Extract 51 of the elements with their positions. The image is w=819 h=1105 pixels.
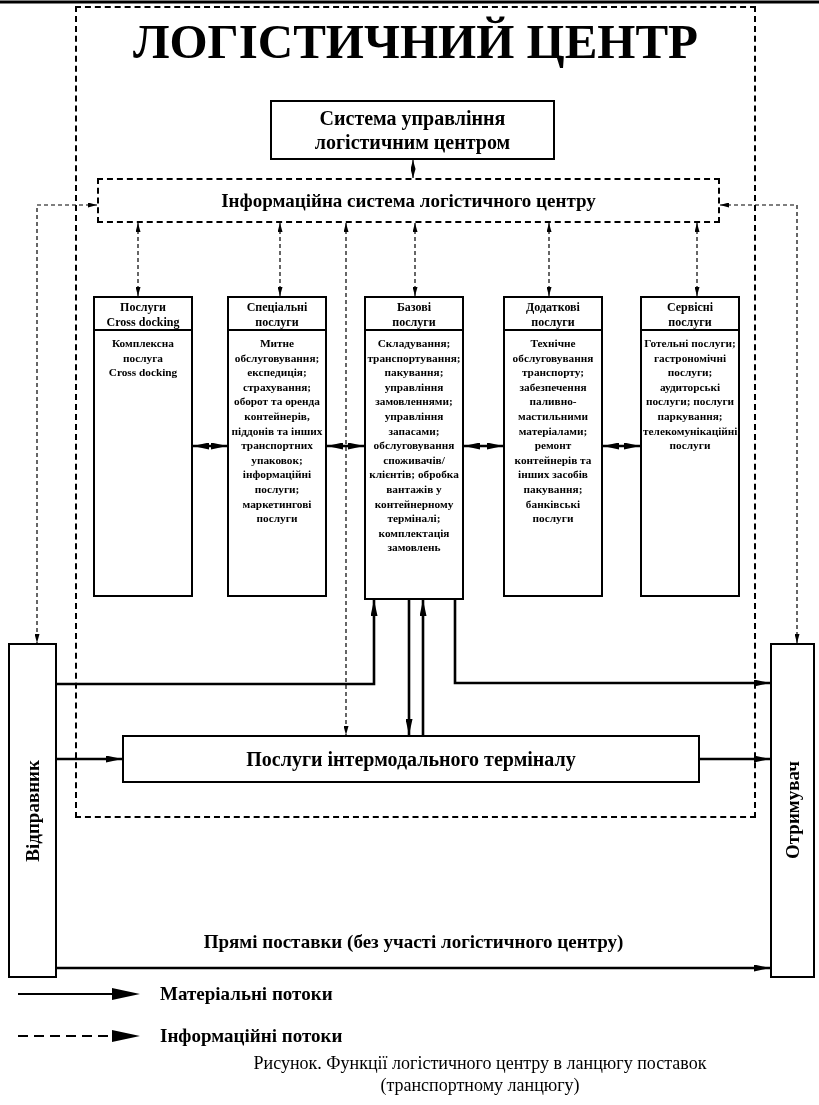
arrow	[405, 600, 413, 735]
box-label: Інформаційна система логістичного центру	[220, 188, 597, 213]
column-body: Технічне обслуговування транспорту; забезпечення паливно-мастильними матеріалами; ремонт контейнерів та інших засобів пакування; банківські послуги	[511, 336, 595, 526]
box-label: Система управління логістичним центром	[313, 106, 512, 154]
double-arrow	[193, 442, 227, 450]
arrow	[57, 755, 122, 763]
participant-box	[8, 643, 57, 978]
arrow	[57, 964, 770, 972]
vertical-label: Відправник	[21, 759, 44, 862]
dashed-double-arrow	[546, 222, 552, 297]
legend-label: Матеріальні потоки	[160, 982, 333, 1006]
arrow	[700, 755, 770, 763]
service-column	[364, 296, 464, 600]
participant-box	[770, 643, 815, 978]
double-arrow	[327, 442, 364, 450]
dashed-double-arrow	[412, 222, 418, 297]
column-body: Комплексна послуга Cross docking	[107, 336, 179, 380]
dashed-double-arrow	[343, 222, 349, 736]
legend-label: Інформаційні потоки	[160, 1024, 343, 1048]
service-column	[227, 296, 327, 597]
dashed-double-arrow	[34, 202, 98, 644]
service-column	[640, 296, 740, 597]
figure-caption: Рисунок. Функції логістичного центру в ланцюгу поставок (транспортному ланцюгу)	[252, 1052, 708, 1096]
service-column	[503, 296, 603, 597]
column-heading: Послуги Cross docking	[95, 298, 191, 331]
process-box	[122, 735, 700, 783]
edge-label: Прямі поставки (без участі логістичного центру)	[202, 930, 625, 954]
dashed-double-arrow	[410, 159, 416, 179]
column-body: Складування; транспортування; пакування; управління замовленнями; управління запасами; обслуговування споживачів/клієнтів; обробка вантажів у контейнерному терміналі; комплектація замовлень	[366, 336, 462, 555]
dashed-double-arrow	[719, 202, 800, 644]
process-box	[270, 100, 555, 160]
dashed-double-arrow	[277, 222, 283, 297]
column-body: Митне обслуговування; експедиція; страхування; оборот та оренда контейнерів, піддонів та інших транспортних упаковок; інформаційні послуги; маркетингові послуги	[230, 336, 324, 526]
vertical-label: Отримувач	[781, 761, 804, 860]
column-heading: Базові послуги	[366, 298, 462, 331]
arrow	[453, 600, 770, 687]
dashed-double-arrow	[694, 222, 700, 297]
dashed-box	[97, 178, 720, 223]
arrow	[419, 600, 427, 735]
dashed-double-arrow	[135, 222, 141, 297]
column-heading: Спеціальні послуги	[229, 298, 325, 331]
double-arrow	[464, 442, 503, 450]
column-heading: Додаткові послуги	[505, 298, 601, 331]
column-heading: Сервісні послуги	[642, 298, 738, 331]
double-arrow	[603, 442, 640, 450]
box-label: Послуги інтермодального терміналу	[245, 747, 577, 771]
service-column	[93, 296, 193, 597]
dashed-frame	[75, 6, 756, 818]
column-body: Готельні послуги; гастрономічні послуги; аудиторські послуги; послуги паркування; телекомунікаційні послуги	[642, 336, 738, 453]
arrow	[57, 600, 378, 686]
frame-heading: ЛОГІСТИЧНИЙ ЦЕНТР	[131, 14, 700, 70]
